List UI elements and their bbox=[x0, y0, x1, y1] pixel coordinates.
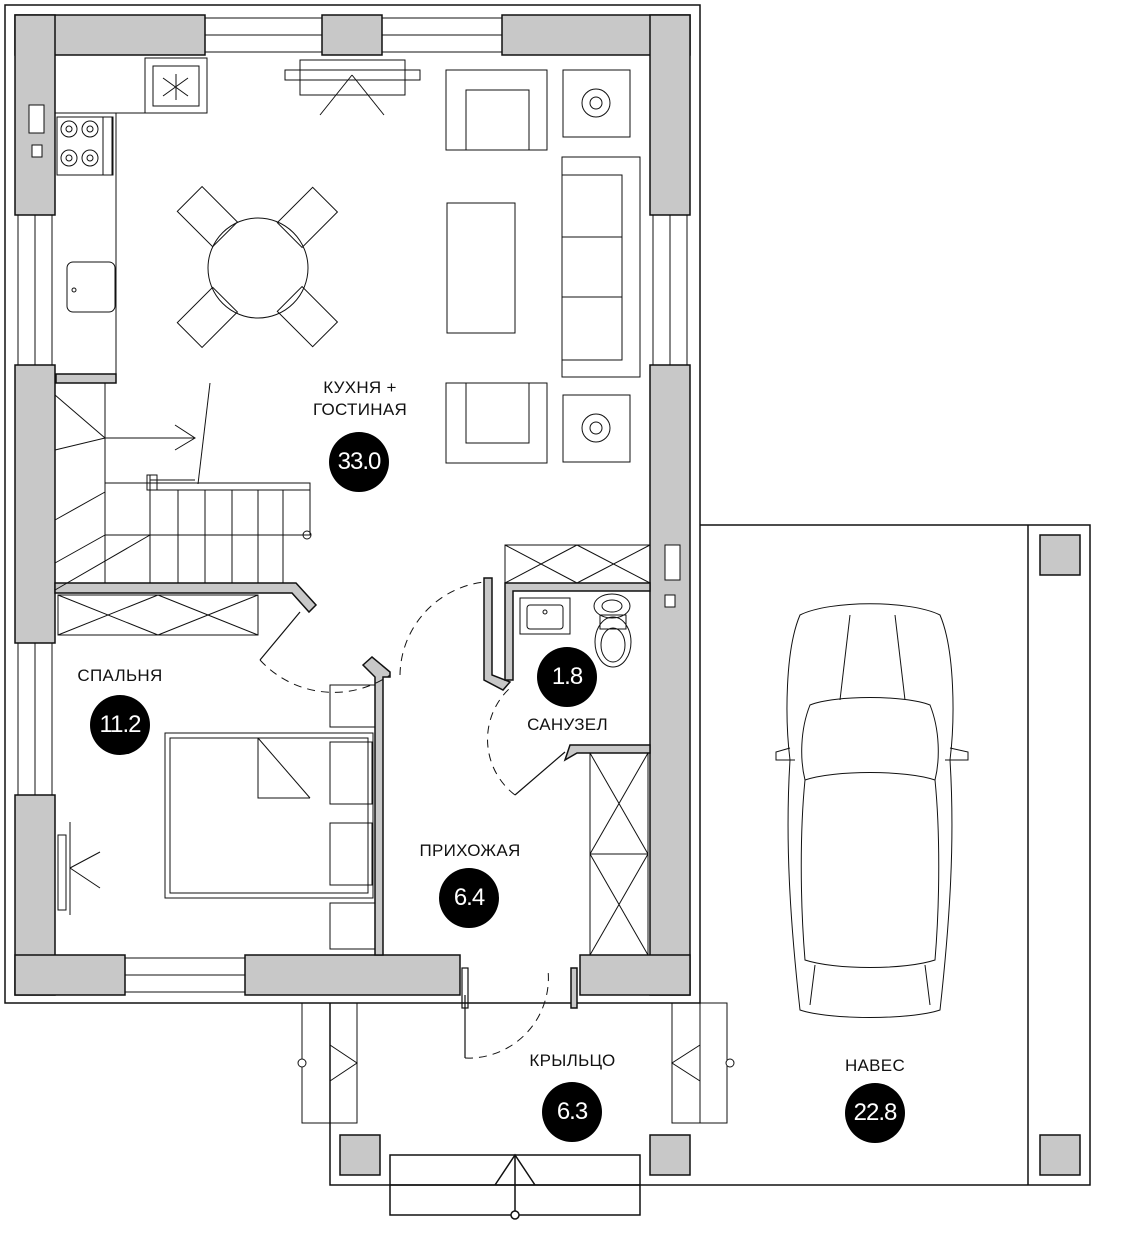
kitchen-living-label: КУХНЯ + ГОСТИНАЯ bbox=[290, 377, 430, 421]
car-icon bbox=[775, 603, 969, 1018]
kitchen-living-label-line2: ГОСТИНАЯ bbox=[312, 400, 408, 419]
armchair-top bbox=[445, 69, 548, 151]
windows bbox=[17, 17, 688, 993]
carport-outline bbox=[329, 524, 1091, 1186]
bed bbox=[164, 732, 374, 899]
dining-table bbox=[207, 217, 309, 319]
door-entrance bbox=[464, 969, 549, 1059]
door-bedroom bbox=[259, 659, 391, 693]
stove-icon bbox=[56, 116, 114, 176]
sink-icon bbox=[66, 261, 116, 313]
hallway-area-badge: 6.4 bbox=[439, 868, 499, 928]
carport-label: НАВЕС bbox=[844, 1056, 906, 1075]
kitchen-living-label-line1: КУХНЯ + bbox=[323, 378, 397, 397]
bathroom-area-badge: 1.8 bbox=[537, 647, 597, 707]
bedroom-label: СПАЛЬНЯ bbox=[77, 666, 163, 685]
house-outline bbox=[4, 4, 701, 1004]
bathroom-label: САНУЗЕЛ bbox=[527, 715, 608, 734]
partitions bbox=[54, 373, 651, 1009]
door-living bbox=[399, 581, 485, 676]
carport-area-badge: 22.8 bbox=[845, 1083, 905, 1143]
washbasin bbox=[519, 597, 571, 635]
hallway-label: ПРИХОЖАЯ bbox=[419, 841, 521, 860]
porch-label: КРЫЛЬЦО bbox=[529, 1051, 616, 1070]
staircase bbox=[54, 382, 312, 591]
door-bathroom bbox=[487, 687, 516, 796]
sofa bbox=[561, 156, 641, 378]
kitchen-living-area-badge: 33.0 bbox=[329, 432, 389, 492]
toilet bbox=[599, 614, 627, 630]
porch-area-badge: 6.3 bbox=[542, 1082, 602, 1142]
armchair-bottom bbox=[445, 382, 548, 464]
walls bbox=[14, 14, 1081, 1176]
bedroom-area-badge: 11.2 bbox=[90, 695, 150, 755]
coffee-table bbox=[446, 202, 516, 334]
